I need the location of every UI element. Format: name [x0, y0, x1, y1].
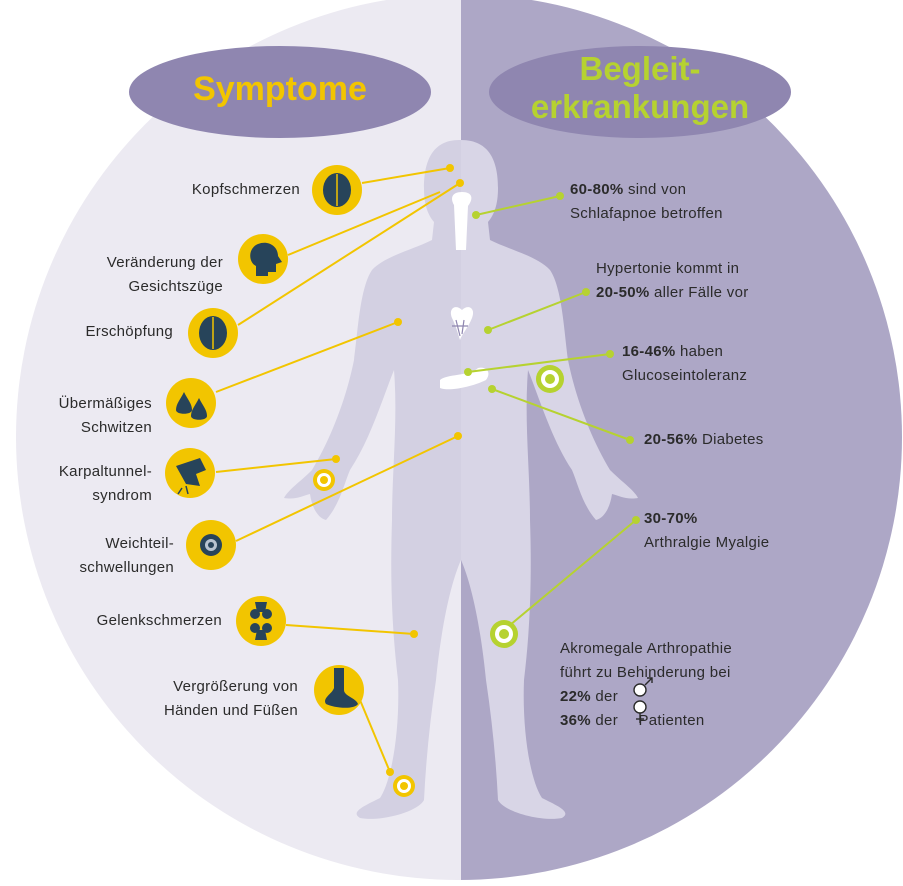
brain-icon: [188, 308, 238, 358]
comorbidities-title-line1: Begleit-: [579, 50, 701, 87]
foot-icon: [314, 665, 364, 715]
comorbidities-title: Begleit- erkrankungen: [490, 50, 790, 126]
brain-icon: [312, 165, 362, 215]
target-marker-foot: [393, 775, 415, 797]
yellow-dots: [332, 164, 464, 776]
target-marker-knee: [490, 620, 518, 648]
symptoms-title-pill: [129, 46, 431, 138]
symptom-connector-lines: [215, 167, 461, 773]
heart-icon: [452, 319, 468, 337]
sweat-drops-icon: [166, 378, 216, 428]
joint-icon: [236, 596, 286, 646]
symptom-label-fatigue: Erschöpfung: [85, 323, 173, 340]
target-icon: [186, 520, 236, 570]
comorbidities-title-pill: [489, 46, 791, 138]
head-profile-icon: [238, 234, 288, 284]
comorbidity-hypertension: Hypertonie kommt in 20-50% aller Fälle v…: [596, 260, 749, 301]
symptom-label-headache: Kopfschmerzen: [191, 181, 300, 198]
symptom-label-joint-pain: Gelenkschmerzen: [96, 612, 222, 629]
symptoms-title: Symptome: [193, 70, 367, 108]
comorbidity-arthralgia: 30-70% Arthralgie Myalgie: [644, 510, 770, 551]
target-marker-pancreas: [536, 365, 564, 393]
male-symbol-icon: [633, 677, 653, 697]
female-symbol-icon: [633, 700, 647, 723]
target-marker-wrist: [313, 469, 335, 491]
comorbidity-glucose-intolerance: 16-46% haben Glucoseintoleranz: [622, 343, 748, 384]
comorbidity-sleep-apnea: 60-80% sind von Schlafapnoe betroffen: [570, 181, 723, 222]
human-body-silhouette: [284, 140, 638, 819]
green-dots: [464, 192, 640, 524]
arthropathy-info: Akromegale Arthropathie führt zu Behinde…: [560, 640, 732, 729]
hand-nerve-icon: [165, 448, 215, 498]
comorbidity-connector-lines: [467, 195, 637, 631]
comorbidities-title-line2: erkrankungen: [530, 88, 750, 125]
comorbidity-diabetes: 20-56% Diabetes: [644, 431, 764, 448]
symptom-label-carpal-tunnel: Karpaltunnel-syndrom: [58, 463, 152, 504]
symptom-label-soft-tissue: Weichteil-schwellungen: [79, 535, 174, 576]
